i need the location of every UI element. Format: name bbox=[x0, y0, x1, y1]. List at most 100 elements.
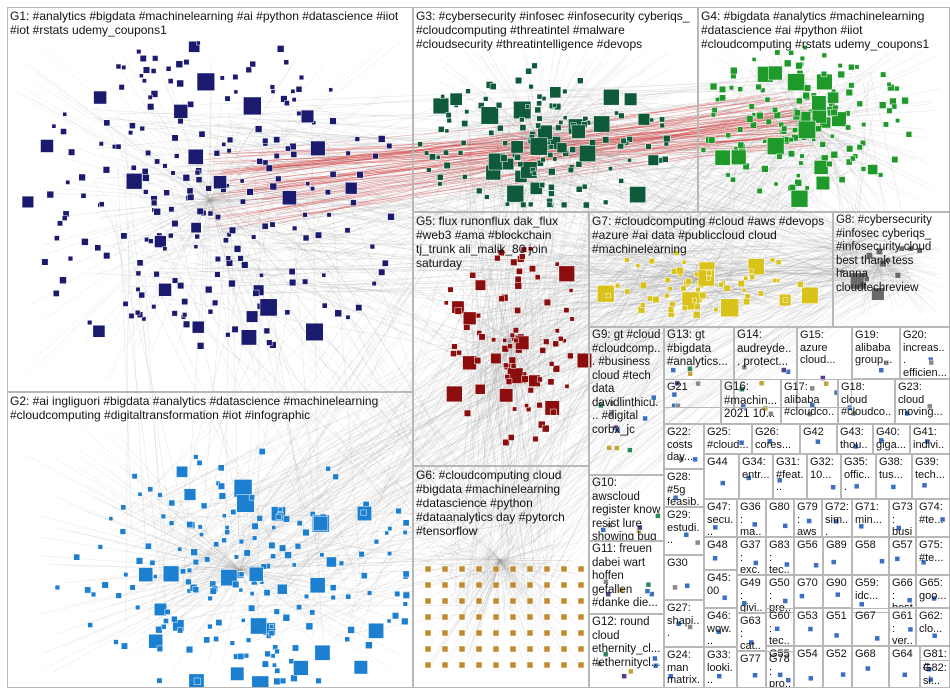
edge bbox=[759, 46, 801, 121]
edge bbox=[464, 302, 511, 341]
group-label-g70: G70 bbox=[797, 577, 818, 589]
edge bbox=[271, 107, 524, 519]
group-label-g79: G79: aws... bbox=[797, 501, 818, 537]
edge bbox=[555, 240, 904, 400]
edge bbox=[209, 167, 366, 201]
edge bbox=[539, 53, 630, 141]
edge bbox=[445, 525, 501, 561]
edge bbox=[773, 42, 801, 121]
edge bbox=[140, 261, 683, 512]
edge bbox=[429, 550, 501, 561]
edge bbox=[239, 569, 403, 657]
edge bbox=[140, 179, 492, 323]
edge bbox=[225, 286, 910, 548]
edge bbox=[68, 199, 211, 216]
edge bbox=[187, 199, 211, 243]
group-label-g43: G43: thou... bbox=[840, 426, 868, 453]
edge bbox=[488, 339, 511, 420]
edge bbox=[447, 518, 501, 561]
group-label-g26: G26: cores... bbox=[755, 426, 792, 451]
edge bbox=[143, 464, 241, 571]
edge bbox=[493, 117, 752, 330]
edge bbox=[217, 131, 509, 582]
edge bbox=[496, 559, 501, 657]
edge bbox=[40, 45, 211, 201]
group-box-g73: G73: busi... bbox=[889, 499, 916, 537]
edge bbox=[588, 100, 868, 274]
edge bbox=[499, 559, 569, 652]
edge bbox=[288, 75, 787, 582]
edge bbox=[462, 163, 747, 340]
edge bbox=[709, 119, 801, 150]
edge bbox=[239, 537, 361, 571]
edge bbox=[348, 105, 785, 614]
group-label-g65: G65: goo... bbox=[919, 577, 947, 602]
group-box-g57: G57 bbox=[889, 537, 916, 575]
edge bbox=[118, 233, 867, 236]
edge bbox=[253, 265, 359, 587]
edge bbox=[178, 561, 553, 620]
group-box-g29: G29: estudi... bbox=[664, 507, 704, 555]
edge bbox=[271, 169, 546, 597]
group-label-g68: G68 bbox=[855, 648, 876, 660]
edge bbox=[823, 119, 900, 233]
edge bbox=[228, 140, 499, 546]
group-box-g70: G70 bbox=[794, 575, 823, 608]
edge bbox=[327, 144, 361, 579]
edge bbox=[237, 275, 630, 531]
group-label-g54: G54 bbox=[797, 648, 818, 660]
edge bbox=[111, 494, 241, 571]
edge bbox=[178, 563, 544, 568]
edge bbox=[117, 166, 133, 535]
edge bbox=[209, 199, 257, 375]
edge bbox=[499, 559, 579, 580]
group-label-g63: G63: cat... bbox=[740, 615, 761, 651]
edge bbox=[503, 93, 743, 341]
edge bbox=[331, 82, 849, 255]
edge bbox=[200, 551, 241, 571]
edge bbox=[499, 544, 554, 561]
edge bbox=[511, 138, 650, 269]
edge bbox=[253, 242, 910, 252]
group-box-g1: G1: #analytics #bigdata #machinelearning… bbox=[7, 7, 413, 392]
edge bbox=[539, 67, 619, 141]
group-box-g8: G8: #cybersecurity #infosec cyberiqs_ #i… bbox=[833, 212, 950, 327]
group-box-g2: G2: #ai ingliguori #bigdata #analytics #… bbox=[7, 392, 413, 688]
group-box-g19: G19: alibaba group... bbox=[852, 327, 900, 379]
edge bbox=[220, 553, 241, 571]
edge bbox=[482, 266, 884, 510]
edge bbox=[443, 559, 501, 665]
edge bbox=[457, 260, 669, 532]
edge bbox=[869, 73, 911, 250]
edge bbox=[289, 122, 805, 248]
edge bbox=[95, 193, 313, 621]
edge bbox=[490, 278, 507, 531]
edge bbox=[239, 503, 354, 571]
edge bbox=[126, 463, 241, 571]
group-label-g77: G77 bbox=[740, 653, 761, 665]
edge bbox=[467, 559, 501, 669]
edge bbox=[537, 91, 746, 360]
edge bbox=[44, 199, 211, 320]
edge bbox=[473, 549, 501, 561]
edge bbox=[209, 199, 384, 223]
group-box-g26: G26: cores... bbox=[752, 424, 800, 454]
edge bbox=[152, 155, 524, 549]
edge bbox=[170, 186, 260, 610]
edge bbox=[465, 98, 760, 126]
edge bbox=[434, 111, 541, 141]
edge bbox=[209, 137, 385, 201]
edge bbox=[120, 189, 464, 517]
group-label-g36: G36: ma... ad... bbox=[740, 501, 762, 537]
edge bbox=[616, 88, 868, 250]
edge bbox=[442, 559, 501, 640]
edge bbox=[39, 569, 241, 615]
edge bbox=[327, 333, 491, 570]
edge bbox=[477, 305, 480, 524]
edge bbox=[291, 288, 679, 626]
edge bbox=[123, 141, 211, 201]
group-label-g15: G15: azure cloud... bbox=[800, 329, 836, 366]
edge bbox=[495, 339, 511, 421]
edge bbox=[452, 559, 501, 595]
edge bbox=[546, 254, 700, 296]
